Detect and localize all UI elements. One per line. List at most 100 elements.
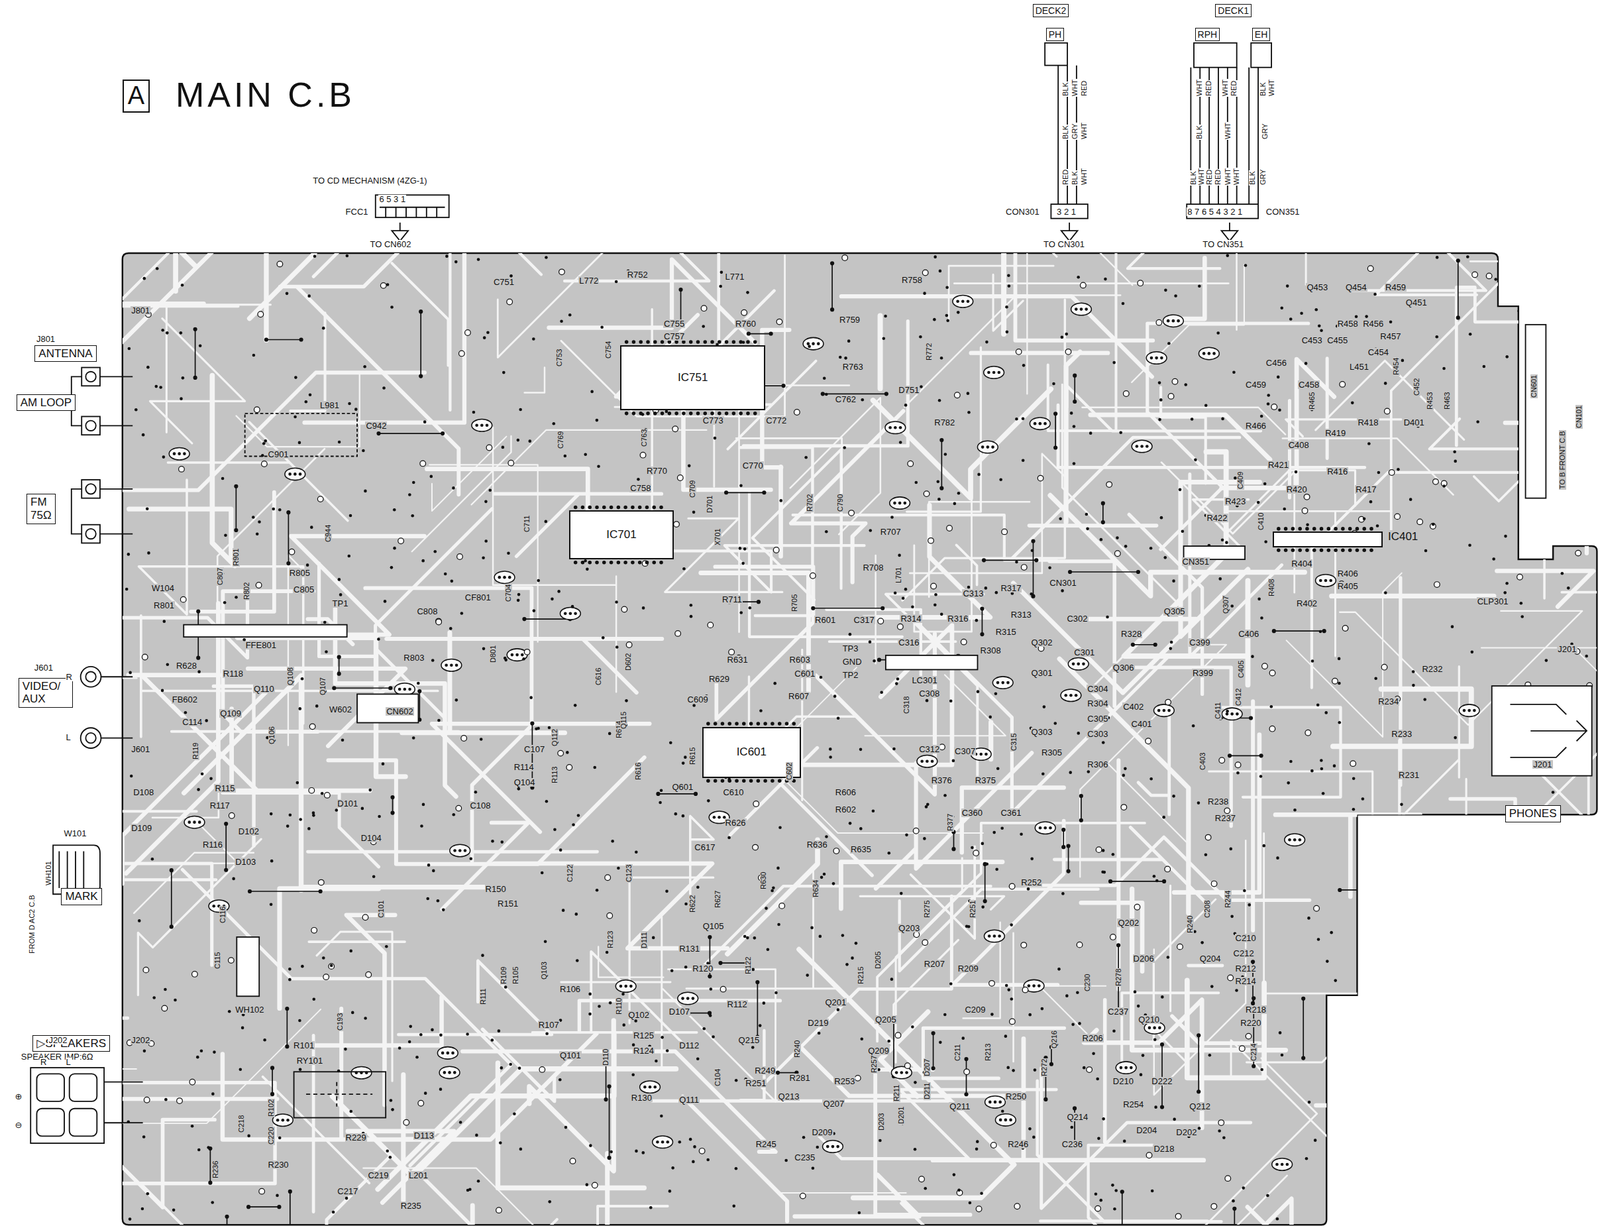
solder-pad: [1376, 1006, 1381, 1011]
pad-ring: [254, 406, 261, 413]
transistor-outline: [822, 1140, 844, 1153]
drill-hole: [1094, 1191, 1098, 1196]
trace: [1523, 825, 1600, 829]
trace: [182, 869, 511, 1165]
trace: [873, 388, 1052, 498]
trace: [1331, 593, 1494, 599]
drill-hole: [882, 336, 886, 340]
transistor-pin: [1235, 712, 1239, 716]
transistor-outline: [1071, 302, 1092, 315]
drill-hole: [860, 398, 864, 402]
drill-hole: [1266, 402, 1271, 406]
drill-hole: [934, 592, 938, 597]
drill-hole: [424, 1091, 428, 1095]
jumper-wire: [1102, 502, 1104, 523]
transistor-pin: [836, 1144, 840, 1149]
trace: [1246, 993, 1391, 1063]
drill-hole: [1260, 616, 1264, 620]
drill-hole: [1040, 1007, 1045, 1011]
ic-pin: [777, 721, 782, 726]
ic-pin: [1276, 547, 1281, 552]
trace: [311, 997, 442, 1046]
transistor-pin: [298, 472, 303, 476]
solder-pad: [299, 337, 304, 342]
drill-hole: [427, 863, 431, 867]
pad-ring: [675, 630, 682, 637]
trace: [1252, 127, 1307, 285]
pad-ring: [640, 451, 646, 458]
solder-pad: [208, 1180, 213, 1185]
drill-hole: [1225, 253, 1229, 258]
solder-pad: [1251, 995, 1256, 1000]
drill-hole: [1172, 1117, 1176, 1121]
drill-hole: [838, 355, 843, 360]
transistor-pin: [453, 848, 457, 853]
pad-ring: [566, 764, 573, 771]
ic-pin: [609, 560, 614, 565]
drill-hole: [872, 659, 876, 663]
transistor-pin: [187, 820, 191, 824]
transistor-outline: [983, 366, 1005, 379]
drill-hole: [454, 260, 458, 264]
drill-hole: [339, 592, 343, 597]
pad-ring: [621, 606, 628, 613]
transistor-outline: [1131, 439, 1153, 452]
pad-ring: [1146, 1152, 1153, 1159]
drill-hole: [1257, 597, 1261, 601]
transistor-pin: [1162, 708, 1167, 713]
drill-hole: [300, 964, 305, 968]
pad-ring: [1470, 1014, 1477, 1021]
drill-hole: [1328, 1091, 1332, 1096]
drill-hole: [1384, 381, 1388, 385]
drill-hole: [1544, 982, 1548, 986]
transistor-pin: [182, 451, 187, 456]
trace: [1443, 997, 1548, 1070]
ic-pin: [734, 779, 739, 784]
drill-hole: [223, 533, 228, 537]
transistor-pin: [997, 934, 1002, 938]
pad-ring: [1009, 883, 1015, 890]
trace: [1509, 1073, 1600, 1095]
drill-hole: [490, 1038, 495, 1042]
jumper-wire: [657, 793, 696, 795]
pad-ring: [1095, 1205, 1102, 1212]
transistor-pin: [643, 1085, 647, 1089]
drill-hole: [887, 1039, 891, 1043]
drill-hole: [693, 1144, 697, 1149]
solder-pad: [756, 599, 761, 604]
drill-hole: [472, 410, 476, 415]
ic-pin: [1297, 526, 1302, 531]
drill-hole: [1071, 1022, 1075, 1027]
jumper-wire: [680, 289, 682, 323]
drill-hole: [128, 1217, 132, 1221]
jumper-wire: [1062, 829, 1065, 847]
drill-hole: [992, 830, 996, 835]
drill-hole: [477, 1179, 481, 1183]
drill-hole: [671, 1166, 675, 1170]
drill-hole: [784, 1158, 788, 1163]
drill-hole: [610, 839, 615, 843]
drill-hole: [1333, 1209, 1337, 1213]
transistor-pin: [961, 299, 965, 303]
ic-pin: [1362, 547, 1367, 552]
drill-hole: [967, 410, 971, 415]
transistor-pin: [1298, 838, 1302, 842]
drill-hole: [1433, 930, 1437, 934]
trace: [114, 107, 238, 307]
drill-hole: [251, 515, 256, 519]
drill-hole: [975, 1147, 979, 1151]
drill-hole: [390, 565, 394, 570]
drill-hole: [624, 698, 629, 703]
drill-hole: [559, 848, 563, 852]
drill-hole: [1305, 522, 1310, 527]
solder-pad: [193, 327, 198, 332]
pad-ring: [897, 623, 904, 630]
pad-ring: [276, 261, 283, 267]
pad-ring: [398, 537, 405, 544]
drill-hole: [748, 606, 752, 610]
trace: [1173, 734, 1260, 893]
trace: [217, 448, 325, 711]
solder-pad: [169, 924, 174, 929]
ic-pin: [710, 411, 715, 416]
trace: [1462, 1122, 1485, 1153]
